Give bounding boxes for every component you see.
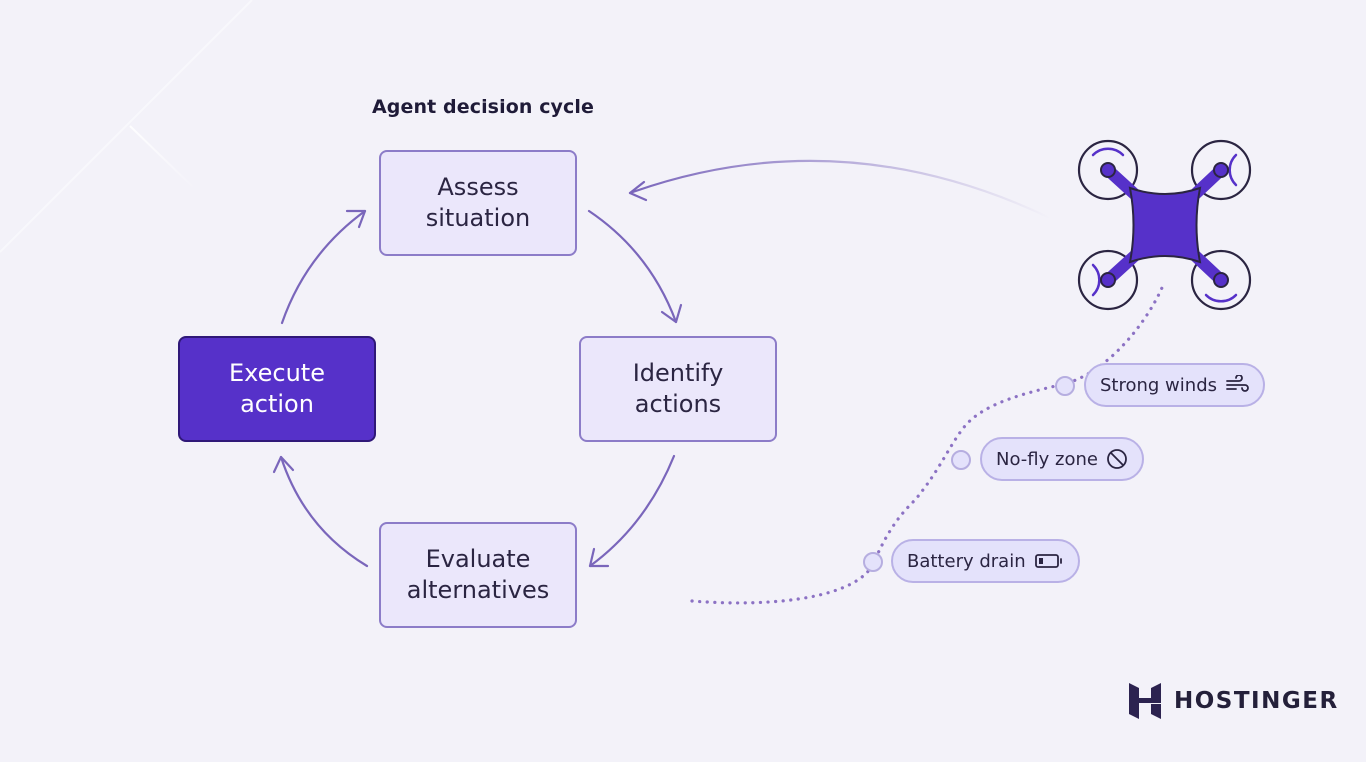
hazard-no-fly-zone: No-fly zone — [980, 437, 1144, 481]
battery-low-icon — [1034, 554, 1062, 568]
flight-path — [690, 281, 1166, 605]
brand-logo: HOSTINGER — [1128, 682, 1339, 720]
node-identify-actions: Identify actions — [579, 336, 777, 442]
node-evaluate-alternatives: Evaluate alternatives — [379, 522, 577, 628]
waypoint-dot — [1055, 376, 1075, 396]
waypoint-dot — [863, 552, 883, 572]
node-execute-label: Execute action — [229, 359, 325, 418]
prohibited-icon — [1107, 449, 1127, 469]
hazard-battery-drain: Battery drain — [891, 539, 1080, 583]
arrow-drone-to-assess — [628, 159, 1052, 220]
cycle-arrows — [272, 209, 683, 568]
node-identify-label: Identify actions — [632, 359, 724, 418]
arrow-execute-to-assess — [280, 209, 367, 325]
wind-icon — [1226, 375, 1249, 392]
waypoint-dot — [951, 450, 971, 470]
diagram-title: Agent decision cycle — [372, 96, 595, 118]
hazard-nofly-label: No-fly zone — [996, 448, 1098, 470]
node-execute-action: Execute action — [178, 336, 376, 442]
arrow-identify-to-evaluate — [588, 454, 676, 568]
arrow-assess-to-identify — [587, 209, 678, 324]
hazard-strong-winds: Strong winds — [1084, 363, 1265, 407]
drone-icon — [1077, 139, 1252, 311]
node-assess-situation: Assess situation — [379, 150, 577, 256]
arrow-drone-to-assess-head — [628, 180, 648, 202]
brand-name: HOSTINGER — [1174, 688, 1339, 714]
hazard-winds-label: Strong winds — [1100, 374, 1217, 396]
hostinger-logo-icon — [1129, 683, 1161, 719]
node-evaluate-label: Evaluate alternatives — [406, 545, 550, 604]
hazard-battery-label: Battery drain — [907, 550, 1026, 572]
background-grid — [0, 0, 300, 300]
node-assess-label: Assess situation — [425, 173, 531, 232]
arrow-evaluate-to-execute — [279, 455, 369, 568]
